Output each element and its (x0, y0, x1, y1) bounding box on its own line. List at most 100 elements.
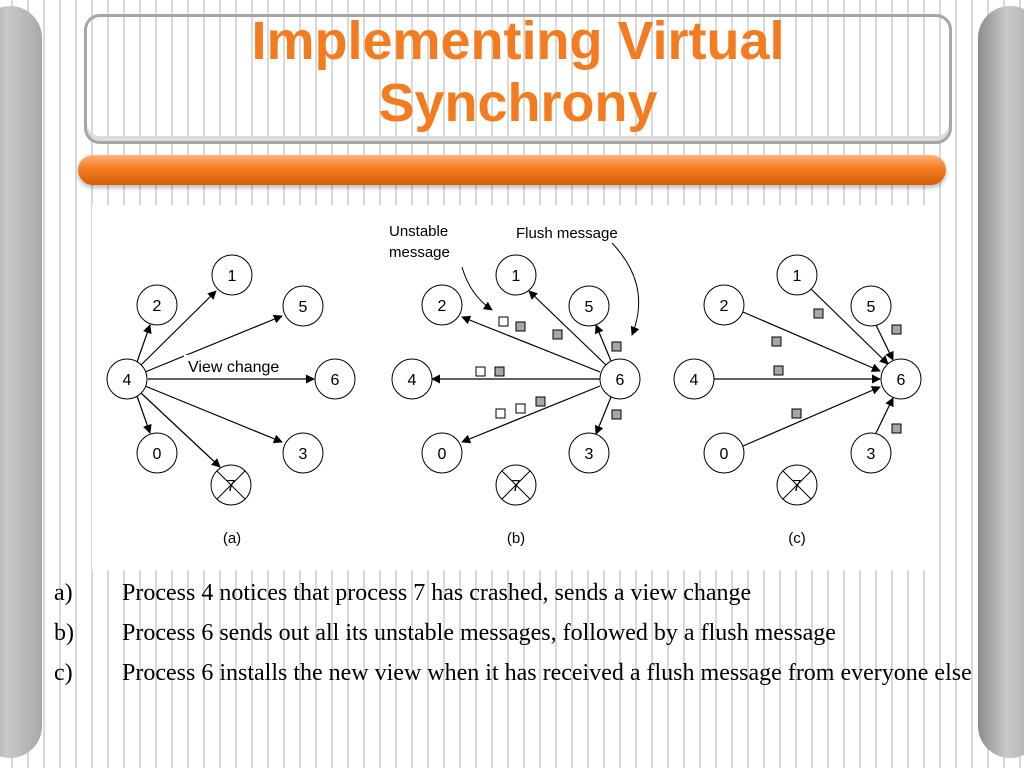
flush-message-box (611, 341, 622, 352)
caption-item-c: c) Process 6 installs the new view when … (54, 658, 984, 688)
node-a-1 (211, 254, 253, 296)
node-label: 5 (867, 299, 876, 316)
flush-message-box (515, 321, 526, 332)
edge-b-6-5 (594, 324, 612, 362)
node-labels-a: 1 2 5 4 6 0 3 7 (123, 268, 340, 495)
node-a-6 (314, 358, 356, 400)
unstable-message-box (475, 366, 486, 377)
view-change-label: View change (188, 359, 279, 376)
edge-a-4-7 (140, 392, 221, 468)
flush-message-box (771, 336, 782, 347)
node-label: 3 (867, 446, 876, 463)
edge-a-4-5 (144, 314, 283, 373)
node-b-1 (495, 254, 537, 296)
node-c-6 (880, 358, 922, 400)
node-b-0 (421, 432, 463, 474)
caption-text: Process 4 notices that process 7 has cra… (122, 580, 752, 606)
right-side-decoration (978, 6, 1024, 758)
panel-b-label: (b) (507, 530, 525, 547)
flush-message-box (891, 324, 902, 335)
caption-item-b: b) Process 6 sends out all its unstable … (54, 618, 984, 648)
panel-c-label: (c) (788, 530, 806, 547)
node-label: 5 (299, 299, 308, 316)
edge-b-6-0 (461, 385, 601, 444)
flush-annotation: Flush message (516, 225, 618, 242)
flush-message-box (611, 409, 622, 420)
unstable-message-box (515, 403, 526, 414)
caption-label: a) (54, 580, 73, 606)
messages-b (475, 316, 622, 420)
node-label: 7 (512, 478, 521, 495)
edge-a-4-2 (136, 324, 152, 363)
caption-text: Process 6 sends out all its unstable mes… (122, 620, 836, 646)
diagram-figure: 1 2 5 4 6 0 3 7 View change (a) (92, 205, 937, 570)
slide-title-line-1: Implementing Virtual (251, 11, 785, 71)
node-b-2 (421, 284, 463, 326)
unstable-message-box (495, 408, 506, 419)
edge-b-6-3 (594, 396, 612, 435)
diagram-svg: 1 2 5 4 6 0 3 7 View change (a) (106, 223, 922, 547)
title-frame (84, 14, 952, 144)
node-label: 3 (585, 446, 594, 463)
caption-label: b) (54, 620, 74, 646)
flush-message-box (773, 365, 784, 376)
slide-title: Implementing Virtual Synchrony (84, 10, 952, 134)
flush-message-box (552, 329, 563, 340)
node-label: 0 (153, 446, 162, 463)
edge-c-0-6 (742, 386, 881, 447)
node-label: 0 (720, 446, 729, 463)
flush-message-box (791, 408, 802, 419)
flush-message-box (891, 423, 902, 434)
unstable-annotation-line-1: Unstable (389, 223, 448, 240)
node-c-0 (703, 432, 745, 474)
caption-text: Process 6 installs the new view when it … (122, 660, 972, 686)
node-a-5 (282, 285, 324, 327)
title-accent-bar (78, 155, 946, 185)
node-label: 1 (512, 268, 521, 285)
node-a-4 (106, 358, 148, 400)
flush-message-box (494, 366, 505, 377)
left-side-decoration (0, 6, 42, 758)
node-c-5 (850, 285, 892, 327)
node-label: 1 (228, 268, 237, 285)
node-c-1 (776, 254, 818, 296)
edge-a-4-1 (140, 290, 217, 366)
node-a-2 (136, 284, 178, 326)
edge-a-4-3 (144, 385, 283, 444)
node-c-2 (703, 284, 745, 326)
panel-b: 1 2 5 4 6 0 3 7 Un (389, 223, 641, 547)
node-label: 6 (331, 372, 340, 389)
unstable-annotation-line-2: message (389, 244, 450, 261)
node-label: 7 (793, 478, 802, 495)
node-b-5 (568, 285, 610, 327)
flush-message-box (535, 396, 546, 407)
panel-a-label: (a) (223, 530, 241, 547)
node-label: 2 (153, 298, 162, 315)
node-label: 2 (438, 298, 447, 315)
panel-a: 1 2 5 4 6 0 3 7 View change (a) (106, 254, 356, 547)
slide-title-line-2: Synchrony (378, 73, 658, 133)
node-label: 4 (123, 372, 132, 389)
unstable-message-box (498, 316, 509, 327)
flush-message-box (813, 308, 824, 319)
flush-message-pointer (611, 242, 640, 336)
edge-b-6-1 (528, 290, 607, 366)
node-b-3 (568, 432, 610, 474)
caption-list: a) Process 4 notices that process 7 has … (54, 578, 984, 698)
caption-item-a: a) Process 4 notices that process 7 has … (54, 578, 984, 608)
node-c-3 (850, 432, 892, 474)
node-label: 6 (897, 372, 906, 389)
node-label: 0 (438, 446, 447, 463)
edge-c-5-6 (875, 324, 894, 361)
node-label: 4 (690, 372, 699, 389)
edge-c-1-6 (810, 288, 889, 365)
view-change-label-bg (184, 355, 296, 377)
edge-b-6-2 (461, 315, 601, 373)
node-label: 3 (299, 446, 308, 463)
node-label: 5 (585, 299, 594, 316)
node-b-6 (599, 358, 641, 400)
panel-c: 1 2 5 4 6 0 3 7 (c) (673, 254, 922, 547)
edge-c-2-6 (742, 311, 881, 372)
node-label: 4 (408, 372, 417, 389)
caption-label: c) (54, 660, 73, 686)
